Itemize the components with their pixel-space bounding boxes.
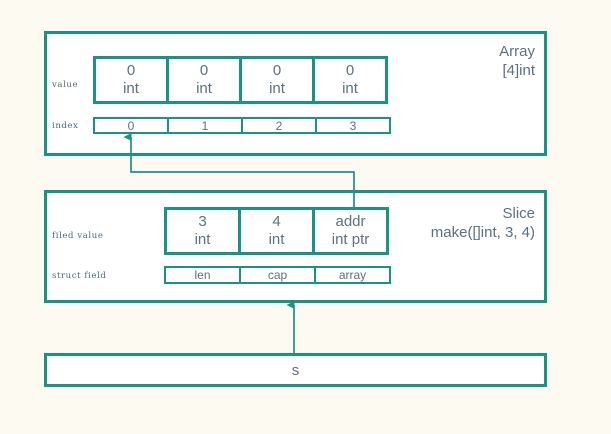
slice-len-type: int [194,231,211,248]
slice-array-value-cell[interactable]: addr int ptr [312,207,389,255]
array-value-0: 0 [126,62,136,79]
slice-value-row-label: filed value [52,231,104,241]
slice-caption-line1: Slice [502,205,535,222]
array-caption-line2: [4]int [502,62,535,79]
array-value-cell-0[interactable]: 0 int [93,56,169,104]
slice-field-cell-len[interactable]: len [164,266,241,284]
slice-field-row: len cap array [164,266,391,284]
array-caption-line1: Array [499,43,535,60]
array-value-cell-2[interactable]: 0 int [239,56,315,104]
array-type-1: int [196,80,212,97]
array-value-cell-3[interactable]: 0 int [312,56,388,104]
array-index-cell-2[interactable]: 2 [241,117,317,134]
array-value-cell-1[interactable]: 0 int [166,56,242,104]
slice-len-value-cell[interactable]: 3 int [164,207,241,255]
array-index-row: 0 1 2 3 [93,117,391,134]
slice-field-cell-cap[interactable]: cap [239,266,316,284]
slice-field-row-label: struct field [52,271,107,281]
array-value-1: 0 [199,62,209,79]
array-type-3: int [342,80,358,97]
slice-cap-type: int [268,231,285,248]
slice-cap-value-cell[interactable]: 4 int [238,207,315,255]
array-index-cell-1[interactable]: 1 [167,117,243,134]
slice-array-type: int ptr [331,231,370,248]
array-type-2: int [269,80,285,97]
slice-field-cell-array[interactable]: array [314,266,391,284]
array-value-2: 0 [272,62,282,79]
array-value-row: 0 int 0 int 0 int 0 int [93,56,388,104]
variable-group-box: s [44,353,547,387]
array-value-row-label: value [52,80,79,90]
array-index-cell-3[interactable]: 3 [315,117,391,134]
slice-value-row: 3 int 4 int addr int ptr [164,207,389,255]
variable-name-label: s [291,361,300,379]
array-index-row-label: index [52,121,79,131]
array-caption: Array [4]int [499,42,535,80]
slice-array-value: addr [335,213,366,230]
array-index-cell-0[interactable]: 0 [93,117,169,134]
slice-caption-line2: make([]int, 3, 4) [430,224,535,241]
array-type-0: int [123,80,139,97]
slice-caption: Slice make([]int, 3, 4) [431,204,535,242]
array-value-3: 0 [345,62,355,79]
slice-cap-value: 4 [272,213,281,230]
slice-len-value: 3 [198,213,207,230]
